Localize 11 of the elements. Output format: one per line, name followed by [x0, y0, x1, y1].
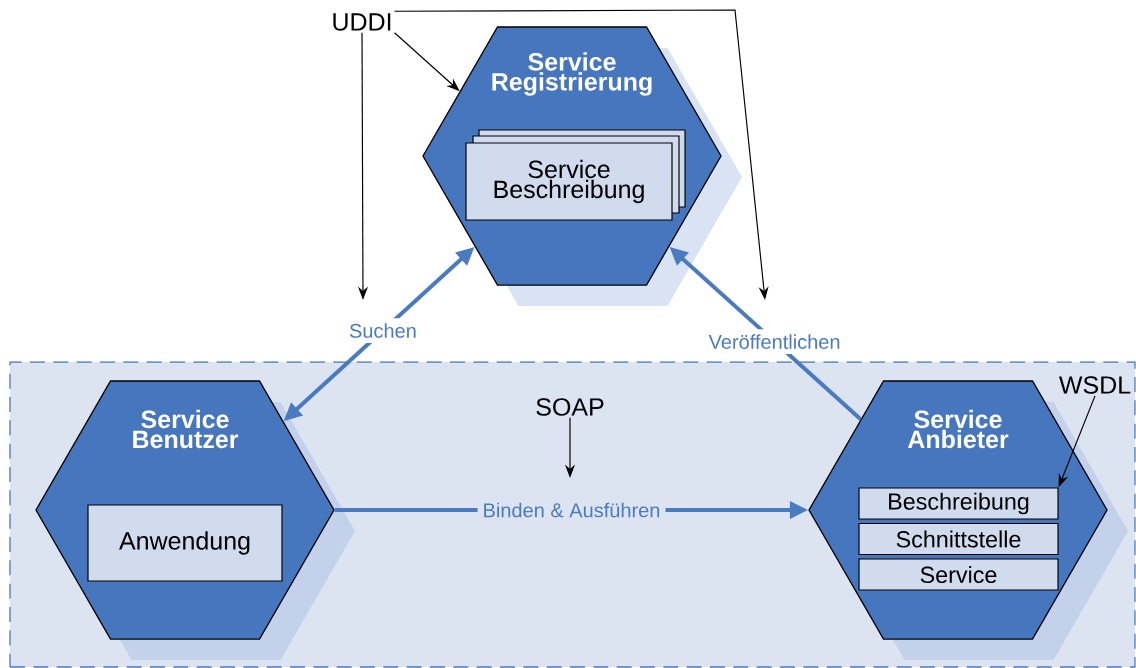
- edge-label: Binden & Ausführen: [477, 497, 666, 523]
- edge-label: Suchen: [344, 318, 422, 343]
- component-box: Schnittstelle: [858, 522, 1059, 556]
- label: UDDI: [333, 13, 391, 31]
- label: WSDL: [1059, 376, 1131, 394]
- component-box: Service: [858, 558, 1059, 591]
- label: SOAP: [536, 398, 604, 416]
- edge-label: Veröffentlichen: [703, 329, 846, 354]
- stacked-document-box: Service Beschreibung: [465, 129, 686, 221]
- component-box: Beschreibung: [858, 487, 1059, 520]
- component-box: Anwendung: [87, 504, 283, 582]
